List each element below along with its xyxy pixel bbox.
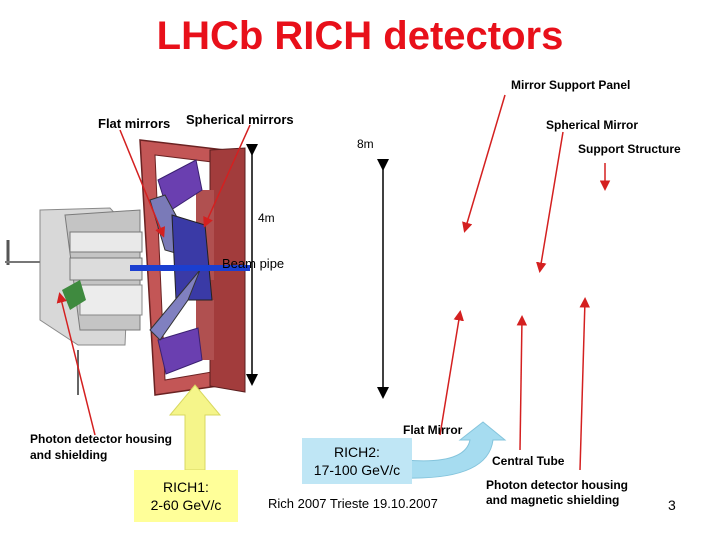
- label-photon-detector-magnetic: Photon detector housing and magnetic shi…: [486, 478, 628, 507]
- footer-conference: Rich 2007 Trieste 19.10.2007: [268, 496, 438, 511]
- rich1-range: 2-60 GeV/c: [150, 497, 222, 513]
- rich2-box: RICH2: 17-100 GeV/c: [302, 438, 412, 484]
- label-flat-mirrors: Flat mirrors: [98, 116, 171, 131]
- rich1-detector-housing: [5, 207, 143, 395]
- rich2-arrow: [404, 421, 507, 479]
- rich1-name: RICH1:: [163, 478, 209, 495]
- spherical-mirrors-shape: [171, 214, 213, 301]
- label-4m: 4m: [258, 211, 275, 225]
- label-spherical-mirror: Spherical Mirror: [546, 118, 639, 132]
- label-mirror-support-panel: Mirror Support Panel: [511, 78, 631, 92]
- lower-photon-detector: [157, 327, 203, 375]
- label-photon-detector-housing: Photon detector housing and shielding: [30, 432, 172, 463]
- label-support-structure: Support Structure: [578, 142, 681, 156]
- rich2-name: RICH2:: [334, 443, 380, 460]
- label-central-tube: Central Tube: [492, 454, 565, 468]
- rich1-arrow: [168, 384, 222, 471]
- page-number: 3: [668, 497, 676, 513]
- slide-title: LHCb RICH detectors: [156, 14, 564, 58]
- label-beam-pipe: Beam pipe: [222, 256, 285, 271]
- rich1-box: RICH1: 2-60 GeV/c: [134, 470, 238, 522]
- pointer-lines: [56, 94, 611, 471]
- label-8m: 8m: [357, 137, 374, 151]
- label-spherical-mirrors: Spherical mirrors: [186, 112, 294, 127]
- lower-mirror-shape: [149, 269, 201, 341]
- label-flat-mirror: Flat Mirror: [403, 423, 463, 437]
- rich2-range: 17-100 GeV/c: [313, 462, 401, 478]
